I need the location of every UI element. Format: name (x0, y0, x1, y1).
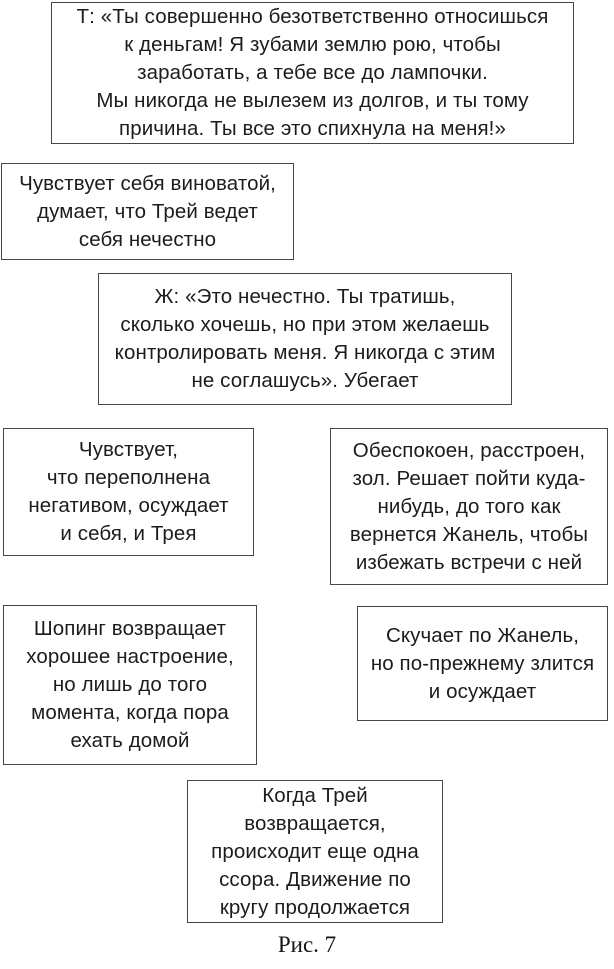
text-line: ссора. Движение по (219, 867, 411, 891)
text-line: зол. Решает пойти куда- (352, 466, 586, 490)
text-line: нибудь, до того как (377, 494, 561, 518)
box-janelle-guilt: Чувствует себя виноватой, думает, что Тре… (1, 163, 294, 260)
figure-caption: Рис. 7 (277, 932, 337, 957)
text-line: избежать встречи с ней (355, 550, 583, 574)
text-line: сколько хочешь, но при этом желаешь (120, 313, 490, 336)
text-line: Чувствует, (78, 438, 179, 461)
text-line: Мы никогда не вылезем из долгов, и ты то… (96, 89, 529, 112)
text-line: но лишь до того (52, 673, 208, 696)
text-line: Чувствует себя виноватой, (19, 171, 276, 195)
box-cycle-continues: Когда Трей возвращается, происходит еще од… (187, 780, 443, 923)
text-line: Обеспокоен, расстроен, (352, 438, 586, 462)
text-line: заработать, а тебе все до лампочки. (137, 61, 488, 84)
text-line: момента, когда пора (31, 701, 229, 724)
text-line: и себя, и Трея (60, 522, 197, 545)
text-line: Скучает по Жанель, (385, 623, 580, 647)
box-trey-misses: Скучает по Жанель, но по-прежнему злится и… (357, 606, 608, 721)
text-line: возвращается, (244, 811, 386, 835)
text-line: Ж: «Это нечестно. Ты тратишь, (154, 285, 456, 308)
text-line: и осуждает (428, 679, 537, 703)
text-line: контролировать меня. Я никогда с этим (114, 341, 496, 364)
box-janelle-overwhelmed: Чувствует, что переполнена негативом, осуж… (3, 428, 254, 556)
text-line: что переполнена (46, 466, 211, 489)
box-janelle-shopping: Шопинг возвращает хорошее настроение, но л… (3, 605, 257, 765)
text-line: Т: «Ты совершенно безответственно относи… (76, 5, 549, 28)
text-line: вернется Жанель, чтобы (349, 522, 589, 546)
box-janelle-retort: Ж: «Это нечестно. Ты тратишь, сколько хоч… (98, 273, 512, 405)
text-line: думает, что Трей ведет (37, 199, 258, 223)
text-line: но по-прежнему злится (370, 651, 595, 675)
text-line: причина. Ты все это спихнула на меня!» (119, 117, 506, 140)
box-trey-accusation: Т: «Ты совершенно безответственно относи… (51, 2, 574, 144)
text-line: не соглашусь». Убегает (191, 369, 419, 392)
text-line: Шопинг возвращает (33, 617, 227, 640)
text-line: происходит еще одна (211, 839, 419, 863)
text-line: к деньгам! Я зубами землю рою, чтобы (124, 33, 501, 56)
box-trey-upset: Обеспокоен, расстроен, зол. Решает пойти … (330, 428, 608, 585)
text-line: себя нечестно (78, 227, 217, 251)
text-line: Когда Трей (262, 783, 368, 807)
text-line: негативом, осуждает (28, 494, 229, 517)
text-line: кругу продолжается (219, 895, 411, 919)
text-line: хорошее настроение, (26, 645, 234, 668)
text-line: ехать домой (70, 729, 190, 752)
